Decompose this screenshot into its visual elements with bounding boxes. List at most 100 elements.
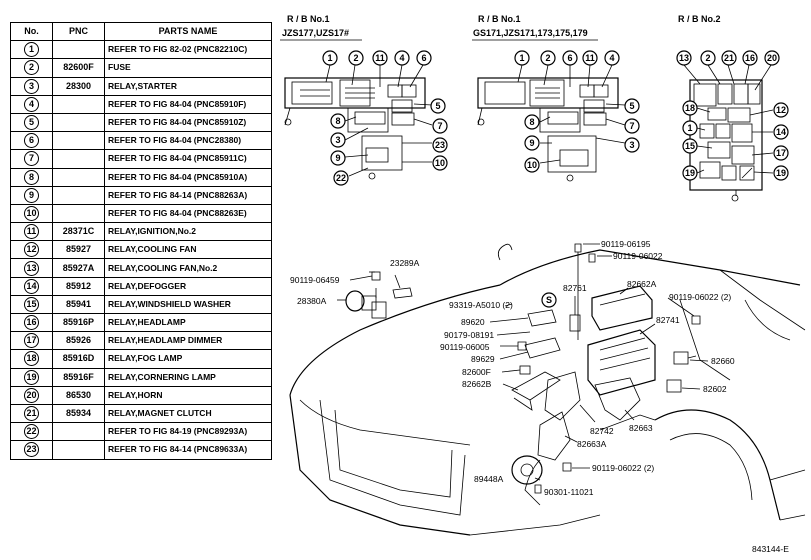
callout-4: 4 (394, 50, 410, 66)
relay-block-2 (683, 64, 774, 202)
row-pnc: 85927 (52, 240, 105, 260)
row-number-circle: 16 (24, 315, 39, 331)
callout-circle (432, 155, 448, 171)
row-pnc: 85916F (52, 367, 105, 387)
label-90119-06195: 90119-06195 (601, 239, 651, 249)
row-part-name: FUSE (104, 58, 272, 78)
row-number-circle: 17 (24, 333, 39, 349)
row-number: 3 (10, 76, 53, 96)
callout-2: 2 (348, 50, 364, 66)
callout-circle (624, 98, 640, 114)
callout-circle (700, 50, 716, 66)
rb1b-models: GS171,JZS171,173,175,179 (473, 28, 588, 38)
callout-number: 2 (545, 53, 550, 63)
row-number-circle: 10 (24, 205, 39, 221)
row-number-circle: 15 (24, 296, 39, 312)
callout-circle (624, 137, 640, 153)
callout-12: 12 (773, 102, 789, 118)
callout-number: 6 (421, 53, 426, 63)
callout-15: 15 (682, 138, 698, 154)
callout-number: 12 (776, 105, 786, 115)
callout-number: 9 (529, 138, 534, 148)
callout-16: 16 (742, 50, 758, 66)
callout-number: 15 (685, 141, 695, 151)
label-90119-06022-2a: 90119-06022 (2) (669, 292, 731, 302)
label-82663A: 82663A (577, 439, 607, 449)
row-number: 19 (10, 367, 53, 387)
row-number-circle: 4 (24, 96, 39, 112)
callout-circle (582, 50, 598, 66)
callout-23: 23 (432, 137, 448, 153)
callout-number: 17 (776, 148, 786, 158)
callout-circle (604, 50, 620, 66)
callout-number: 9 (335, 153, 340, 163)
callout-number: S (546, 295, 552, 305)
callout-number: 21 (724, 53, 734, 63)
table-header-row: No. PNC PARTS NAME (10, 21, 272, 42)
callout-number: 23 (435, 140, 445, 150)
callout-14: 14 (773, 124, 789, 140)
row-number: 23 (10, 440, 53, 460)
label-89629: 89629 (471, 354, 495, 364)
row-part-name: RELAY,MAGNET CLUTCH (104, 403, 272, 424)
row-part-name: REFER TO FIG 84-04 (PNC85910F) (104, 94, 272, 114)
callout-21: 21 (721, 50, 737, 66)
callout-1: 1 (514, 50, 530, 66)
row-number-circle: 18 (24, 351, 39, 367)
callout-number: 18 (685, 103, 695, 113)
callout-circle (330, 150, 346, 166)
callout-number: 7 (437, 121, 442, 131)
label-82660: 82660 (711, 356, 735, 366)
callout-number: 4 (609, 53, 614, 63)
callout-3: 3 (624, 137, 640, 153)
callout-circle (773, 165, 789, 181)
callout-circle (624, 118, 640, 134)
row-number-circle: 3 (24, 78, 39, 94)
row-part-name: RELAY,FOG LAMP (104, 349, 272, 369)
label-89448A: 89448A (474, 474, 504, 484)
callout-circle (562, 50, 578, 66)
row-number-circle: 7 (24, 151, 39, 167)
relay-block-1a (284, 64, 433, 180)
callout-7: 7 (624, 118, 640, 134)
callout-circle (333, 170, 349, 186)
callout-circle (524, 114, 540, 130)
row-number-circle: 5 (24, 115, 39, 131)
callout-6: 6 (416, 50, 432, 66)
callout-circle (372, 50, 388, 66)
callout-circle (432, 118, 448, 134)
callout-circle (524, 135, 540, 151)
callout-number: 11 (375, 53, 385, 63)
callout-3: 3 (330, 132, 346, 148)
callout-circle (330, 113, 346, 129)
callout-number: 13 (679, 53, 689, 63)
label-82663: 82663 (629, 423, 653, 433)
parts-shapes (345, 243, 701, 494)
table-row: 4 REFER TO FIG 84-04 (PNC85910F) (10, 94, 272, 114)
label-82662A: 82662A (627, 279, 657, 289)
callout-number: 10 (527, 160, 537, 170)
callout-number: 20 (767, 53, 777, 63)
callout-number: 1 (327, 53, 332, 63)
rb1a-models: JZS177,UZS17# (282, 28, 349, 38)
callout-circle (682, 120, 698, 136)
callout-circle (773, 124, 789, 140)
callout-number: 14 (776, 127, 786, 137)
row-number: 18 (10, 349, 53, 369)
callout-number: 6 (567, 53, 572, 63)
callout-17: 17 (773, 145, 789, 161)
